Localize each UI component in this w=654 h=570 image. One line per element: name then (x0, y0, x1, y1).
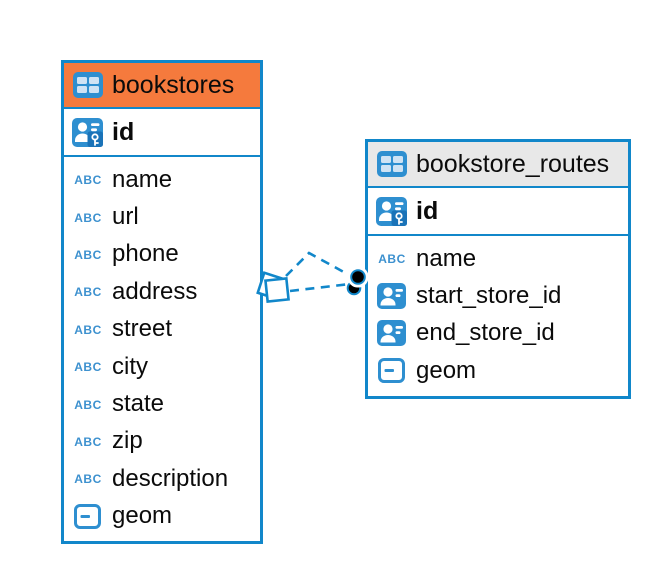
relationship-line-upper[interactable] (285, 251, 352, 278)
primary-key-row[interactable]: id (368, 188, 628, 236)
field-row-geom[interactable]: geom (64, 498, 260, 535)
field-row-geom[interactable]: geom (368, 352, 628, 389)
field-row-url[interactable]: ABC url (64, 198, 260, 235)
field-name: city (112, 352, 148, 380)
diamond-marker-front[interactable] (264, 277, 290, 303)
geometry-type-icon (72, 503, 103, 529)
primary-key-row[interactable]: id (64, 109, 260, 157)
text-type-icon: ABC (72, 397, 103, 412)
primary-key-name: id (112, 117, 135, 146)
svg-text:ABC: ABC (74, 285, 102, 299)
table-icon (72, 72, 103, 98)
text-type-icon: ABC (72, 434, 103, 449)
geometry-type-icon (376, 358, 407, 384)
foreign-key-icon (376, 283, 407, 310)
field-name: description (112, 464, 229, 492)
svg-text:ABC: ABC (74, 211, 102, 225)
text-type-icon: ABC (72, 359, 103, 374)
svg-text:ABC: ABC (74, 360, 102, 374)
svg-text:ABC: ABC (74, 435, 102, 449)
svg-text:ABC: ABC (74, 248, 102, 262)
field-row-phone[interactable]: ABC phone (64, 236, 260, 273)
text-type-icon: ABC (72, 284, 103, 299)
svg-text:ABC: ABC (378, 252, 406, 266)
field-row-street[interactable]: ABC street (64, 311, 260, 348)
field-name: name (416, 244, 477, 272)
text-type-icon: ABC (72, 172, 103, 187)
field-name: state (112, 390, 165, 418)
primary-key-icon (376, 196, 407, 226)
field-row-end_store_id[interactable]: end_store_id (368, 315, 628, 352)
primary-key-icon (72, 117, 103, 147)
table-name: bookstore_routes (416, 149, 610, 178)
text-type-icon: ABC (376, 251, 407, 266)
field-row-address[interactable]: ABC address (64, 273, 260, 310)
svg-text:ABC: ABC (74, 398, 102, 412)
field-name: zip (112, 427, 143, 455)
text-type-icon: ABC (72, 210, 103, 225)
field-row-description[interactable]: ABC description (64, 460, 260, 497)
field-name: geom (112, 502, 173, 530)
table-header-bookstore-routes[interactable]: bookstore_routes (368, 142, 628, 188)
field-name: start_store_id (416, 282, 562, 310)
dot-marker-front[interactable] (350, 269, 366, 285)
field-name: geom (416, 356, 477, 384)
svg-text:ABC: ABC (74, 173, 102, 187)
field-name: end_store_id (416, 319, 555, 347)
field-row-name[interactable]: ABC name (368, 240, 628, 277)
dot-marker-back[interactable] (346, 280, 362, 296)
svg-text:ABC: ABC (74, 323, 102, 337)
table-header-bookstores[interactable]: bookstores (64, 63, 260, 109)
field-name: phone (112, 240, 179, 268)
field-row-state[interactable]: ABC state (64, 385, 260, 422)
foreign-key-icon (376, 320, 407, 347)
table-name: bookstores (112, 70, 235, 99)
text-type-icon: ABC (72, 322, 103, 337)
entity-table-bookstore-routes[interactable]: bookstore_routes id ABC name start_store_i… (365, 139, 631, 399)
primary-key-name: id (416, 196, 439, 225)
text-type-icon: ABC (72, 247, 103, 262)
text-type-icon: ABC (72, 471, 103, 486)
relationship-line-lower[interactable] (289, 282, 351, 293)
field-row-start_store_id[interactable]: start_store_id (368, 277, 628, 314)
field-name: url (112, 203, 139, 231)
stacked-dot-marker[interactable] (346, 266, 369, 296)
table-icon (376, 151, 407, 177)
field-row-name[interactable]: ABC name (64, 161, 260, 198)
field-row-zip[interactable]: ABC zip (64, 423, 260, 460)
svg-text:ABC: ABC (74, 472, 102, 486)
field-name: name (112, 165, 173, 193)
field-row-city[interactable]: ABC city (64, 348, 260, 385)
field-name: address (112, 277, 198, 305)
field-name: street (112, 315, 173, 343)
